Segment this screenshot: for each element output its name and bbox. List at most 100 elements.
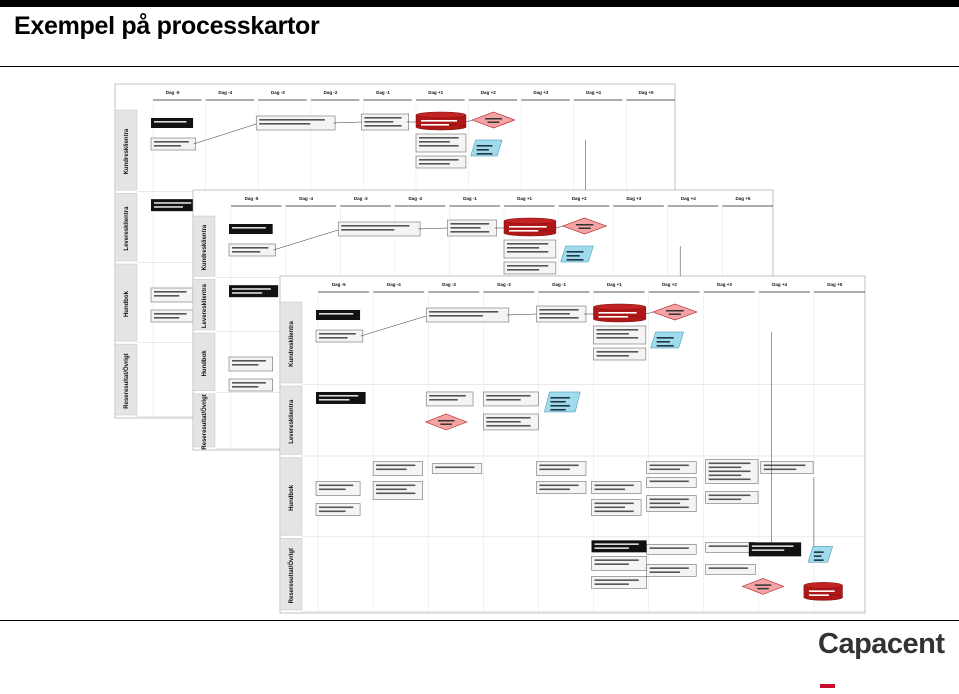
day-header: Dag -5	[245, 196, 259, 201]
text-line	[763, 468, 797, 471]
process-box	[591, 576, 647, 589]
text-line	[509, 230, 539, 232]
text-line	[419, 137, 459, 139]
text-line	[450, 227, 481, 229]
day-header: Dag +5	[827, 282, 842, 287]
text-line	[594, 579, 639, 581]
text-line	[376, 464, 416, 467]
text-line	[708, 474, 742, 477]
text-line	[594, 502, 634, 505]
text-line	[437, 419, 455, 422]
day-header: Dag -2	[408, 196, 422, 201]
text-line	[476, 153, 493, 155]
text-line	[486, 416, 531, 419]
text-line	[649, 480, 689, 483]
day-header: Dag -3	[442, 282, 456, 287]
text-line	[596, 333, 629, 335]
text-line	[808, 594, 829, 596]
text-line	[259, 123, 311, 125]
text-line	[232, 364, 259, 366]
text-line	[656, 345, 674, 347]
text-line	[708, 545, 748, 547]
text-line	[566, 255, 580, 257]
text-line	[751, 549, 785, 551]
text-line	[598, 316, 629, 318]
text-line	[232, 227, 266, 229]
lane-label-bg	[114, 263, 138, 342]
text-line	[596, 351, 639, 353]
lane-label-bg	[192, 393, 216, 448]
logo-underscore	[820, 684, 835, 688]
text-line	[754, 584, 772, 586]
text-line	[376, 492, 416, 495]
day-header: Dag -2	[497, 282, 511, 287]
text-line	[154, 291, 187, 293]
text-line	[566, 259, 584, 261]
text-line	[813, 555, 822, 557]
text-line	[708, 478, 751, 481]
text-line	[550, 396, 571, 399]
text-line	[594, 563, 629, 565]
lane-label: Leveresklientra	[124, 206, 130, 251]
text-line	[154, 141, 189, 143]
day-header: Dag +5	[736, 196, 751, 201]
text-line	[507, 269, 540, 271]
text-line	[450, 231, 490, 233]
text-line	[232, 360, 266, 362]
process-box	[503, 261, 557, 275]
process-box	[646, 477, 697, 488]
start-box	[316, 310, 361, 320]
text-line	[708, 494, 751, 497]
process-box	[415, 133, 467, 153]
text-line	[487, 121, 500, 123]
text-line	[708, 462, 751, 465]
process-box	[372, 481, 423, 500]
text-line	[649, 464, 689, 467]
text-line	[232, 386, 259, 388]
text-line	[419, 145, 459, 147]
lane-label-bg	[192, 278, 216, 331]
text-line	[578, 227, 591, 229]
text-line	[566, 251, 584, 253]
text-line	[476, 149, 489, 151]
lane-label: Leveresklientra	[202, 283, 208, 328]
text-line	[539, 317, 579, 319]
text-line	[154, 295, 180, 297]
day-header: Dag +1	[517, 196, 532, 201]
text-line	[429, 394, 466, 397]
process-box	[503, 239, 557, 259]
decision-diamond	[471, 111, 516, 129]
text-line	[154, 202, 192, 204]
text-line	[550, 400, 566, 403]
lane-label: Kundresklientra	[202, 224, 208, 270]
day-header: Dag -1	[552, 282, 566, 287]
decision-diamond	[741, 578, 785, 595]
text-line	[596, 337, 639, 339]
process-box	[646, 461, 697, 474]
decision-diamond	[424, 413, 468, 431]
text-line	[708, 567, 748, 569]
process-box	[591, 481, 642, 494]
text-line	[232, 247, 269, 249]
lane-label: Hundbok	[289, 484, 295, 511]
day-header: Dag +3	[717, 282, 732, 287]
day-header: Dag +4	[772, 282, 787, 287]
lane-label: Hundbok	[202, 350, 208, 377]
process-box	[593, 325, 647, 345]
text-line	[708, 470, 751, 473]
text-line	[259, 119, 325, 121]
text-line	[154, 313, 187, 315]
connector	[555, 225, 563, 229]
text-line	[598, 312, 637, 314]
text-line	[539, 468, 570, 471]
process-maps: Dag -5 Dag -4 Dag -3 Dag -2 Dag -1 Dag +1 Dag …	[114, 83, 866, 614]
text-line	[539, 488, 570, 491]
process-box	[646, 544, 697, 555]
day-header: Dag -4	[299, 196, 313, 201]
text-line	[808, 590, 835, 592]
text-line	[435, 466, 475, 469]
text-line	[232, 288, 271, 290]
text-line	[813, 551, 824, 553]
text-line	[419, 163, 450, 165]
